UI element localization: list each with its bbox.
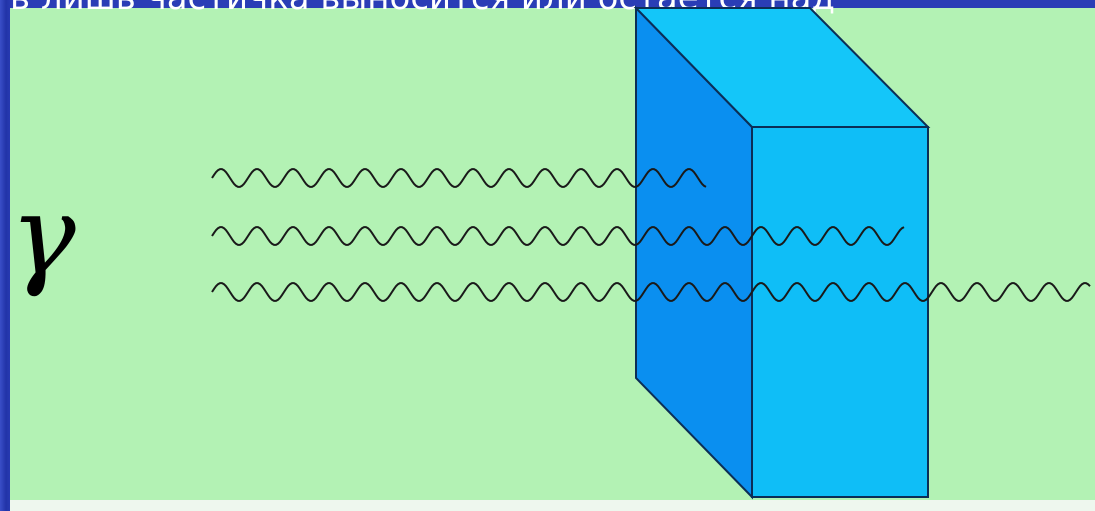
block-front-face [752, 127, 928, 497]
gamma-ray-wave-short [212, 169, 706, 187]
